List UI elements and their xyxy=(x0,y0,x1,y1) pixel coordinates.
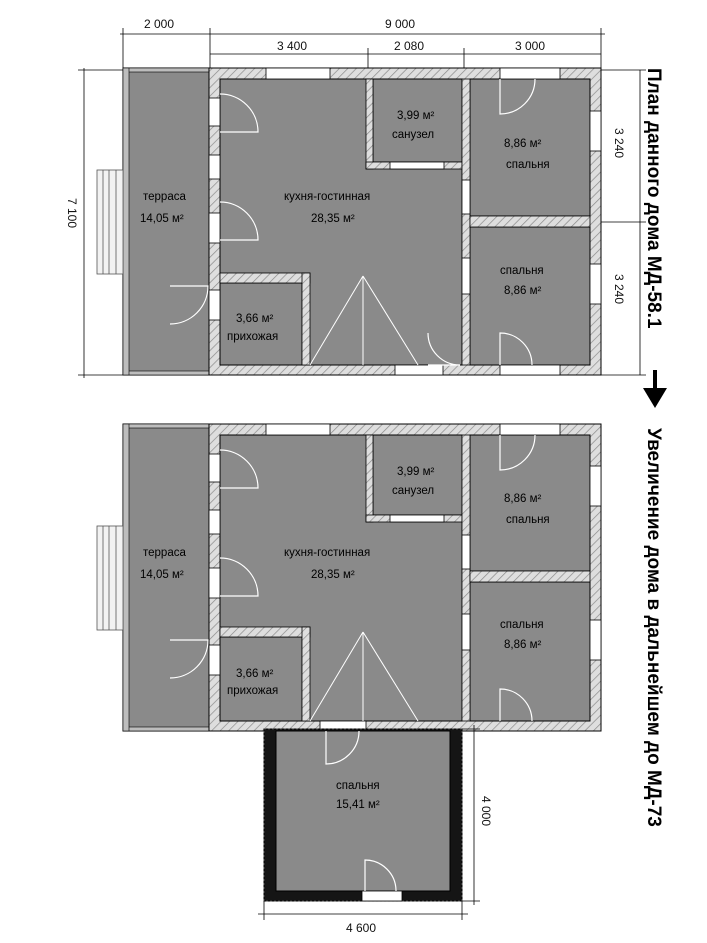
extension-floor xyxy=(275,730,451,892)
dim-bedroom-bottom-height: 3 240 xyxy=(612,274,626,304)
terrace-steps xyxy=(96,169,124,275)
hall-name: прихожая xyxy=(227,331,278,343)
plan2-windows xyxy=(208,423,602,732)
hall2-area: 3,66 м² xyxy=(236,668,273,680)
plan-1: 2 000 9 000 3 400 2 080 3 000 7 100 3 24… xyxy=(65,17,646,378)
bedroom2-bottom-name: спальня xyxy=(500,619,544,631)
dim-bedroom-top-height: 3 240 xyxy=(612,128,626,158)
terrace2-area: 14,05 м² xyxy=(140,569,184,581)
title-current-plan: План данного дома МД-58.1 xyxy=(643,68,664,329)
dim-extension-height: 4 000 xyxy=(479,796,493,826)
extension-name: спальня xyxy=(336,780,380,792)
plan-2: 4 000 4 600 терраса 14,05 м² кухня-гости… xyxy=(96,423,602,935)
plan1-dimensions xyxy=(78,28,646,378)
kitchen-name: кухня-гостинная xyxy=(284,191,370,203)
bath2-name: санузел xyxy=(392,485,434,497)
bedroom-top-area: 8,86 м² xyxy=(504,138,541,150)
bedroom-bottom-name: спальня xyxy=(500,265,544,277)
bedroom2-top-name: спальня xyxy=(506,514,550,526)
hall-area: 3,66 м² xyxy=(236,313,273,325)
dim-kitchen-width: 3 400 xyxy=(277,39,307,53)
terrace2-steps xyxy=(96,525,124,631)
kitchen2-area: 28,35 м² xyxy=(311,569,355,581)
kitchen2-name: кухня-гостинная xyxy=(284,547,370,559)
terrace2-name: терраса xyxy=(143,547,186,559)
bath2-floor xyxy=(372,434,463,516)
extension-area: 15,41 м² xyxy=(336,799,380,811)
plan1-windows xyxy=(208,67,602,376)
dim-total-height: 7 100 xyxy=(65,198,79,228)
bath-name: санузел xyxy=(392,129,434,141)
hall2-floor xyxy=(219,636,303,722)
plan1-stair-lines xyxy=(309,275,419,366)
dim-bedroom-width: 3 000 xyxy=(515,39,545,53)
bedroom2-bottom-area: 8,86 м² xyxy=(504,639,541,651)
plan2-dimensions xyxy=(258,725,480,920)
hall2-name: прихожая xyxy=(227,685,278,697)
title-extension-plan: Увеличение дома в дальнейшем до МД-73 xyxy=(643,428,664,827)
plan1-doors xyxy=(169,78,536,366)
arrow-down-icon xyxy=(643,388,667,408)
bedroom2-top-area: 8,86 м² xyxy=(504,493,541,505)
dim-terrace-width: 2 000 xyxy=(144,17,174,31)
dim-total-width: 9 000 xyxy=(385,17,415,31)
dim-bath-width: 2 080 xyxy=(394,39,424,53)
plan2-stair-lines xyxy=(309,631,419,722)
extension-doors xyxy=(325,730,397,892)
terrace-area: 14,05 м² xyxy=(140,213,184,225)
bedroom2-bottom-floor xyxy=(469,581,591,722)
terrace-name: терраса xyxy=(143,191,186,203)
dim-extension-width: 4 600 xyxy=(346,921,376,935)
bath2-area: 3,99 м² xyxy=(397,466,434,478)
plan2-doors xyxy=(169,434,536,722)
kitchen-area: 28,35 м² xyxy=(311,213,355,225)
extension-window xyxy=(361,890,403,902)
bedroom-top-name: спальня xyxy=(506,159,550,171)
bath-area: 3,99 м² xyxy=(397,110,434,122)
bedroom-bottom-area: 8,86 м² xyxy=(504,285,541,297)
bedroom-bottom-floor xyxy=(469,226,591,366)
